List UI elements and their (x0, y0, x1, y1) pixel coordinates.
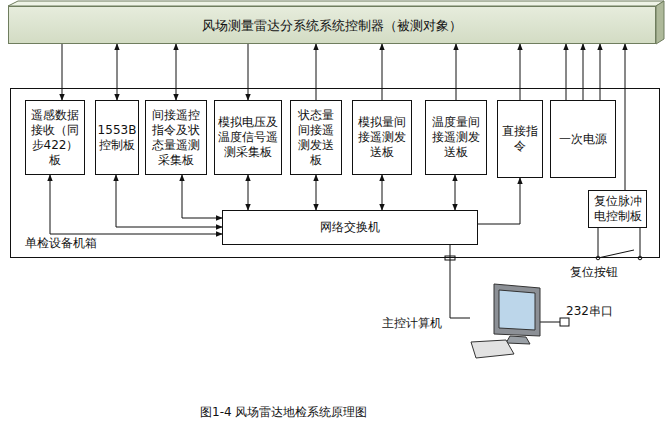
switch-contact (638, 256, 642, 260)
signal-connector (625, 44, 626, 190)
board-box: 间接遥控指令及状态量遥测采集板 (145, 100, 207, 175)
signal-connector (176, 44, 177, 100)
signal-connector (316, 44, 317, 100)
signal-connector (566, 44, 567, 100)
signal-connector (455, 175, 456, 210)
signal-connector (182, 175, 222, 218)
target-band: 风场测量雷达分系统系统控制器（被测对象） (8, 6, 656, 44)
node-text: 遥感数据接收（同步422）板 (28, 108, 82, 168)
computer-icon: 主控计算机 (470, 282, 542, 360)
node-text: 主控计算机 (382, 316, 442, 331)
board-box: 直接指令 (497, 100, 543, 178)
equipment-casing: 单检设备机箱 遥感数据接收（同步422）板 1553B控制板间接遥控指令及状态量遥测… (10, 88, 660, 258)
signal-connector (456, 44, 457, 100)
switch-contact (596, 256, 600, 260)
board-box: 状态量间接遥测发送板 (290, 100, 342, 175)
port-label: 复位按钮 (570, 265, 618, 280)
node-text: 间接遥控指令及状态量遥测采集板 (148, 108, 204, 168)
monitor-body (494, 284, 540, 336)
signal-connector (382, 175, 383, 210)
signal-connector (478, 178, 520, 224)
signal-connector (600, 44, 601, 100)
board-box: 1553B控制板 (95, 100, 139, 175)
signal-connector (382, 44, 383, 100)
node-text: 网络交换机 (320, 220, 380, 235)
keyboard (471, 340, 514, 358)
computer-drawing (470, 282, 542, 360)
signal-connector (520, 44, 521, 100)
board-box: 模拟电压及温度信号遥测采集板 (214, 100, 282, 175)
signal-connector (62, 44, 63, 100)
switch-wire (598, 228, 599, 258)
board-box: 模拟量间接遥测发送板 (352, 100, 412, 175)
monitor-stand (506, 336, 530, 344)
node-text: 单检设备机箱 (25, 236, 97, 251)
node-text: 直接指令 (500, 124, 540, 154)
signal-connector (583, 44, 584, 100)
signal-connector (50, 175, 222, 234)
node-text: 状态量间接遥测发送板 (293, 108, 339, 168)
signal-connector (450, 245, 470, 318)
node-text: 一次电源 (559, 132, 607, 147)
switch-lever (598, 250, 634, 258)
node-text: 1553B控制板 (98, 123, 137, 153)
node-text: 风场测量雷达分系统系统控制器（被测对象） (202, 18, 462, 33)
signal-connector (248, 44, 249, 100)
switch-box: 网络交换机 (222, 210, 478, 245)
node-text: 温度量间接遥测发送板 (428, 115, 484, 160)
node-text: 复位脉冲电控制板 (591, 194, 644, 224)
switch-wire (640, 228, 641, 258)
node-text: 模拟量间接遥测发送板 (355, 115, 409, 160)
band-side-face (656, 1, 664, 44)
board-box: 复位脉冲电控制板 (588, 190, 647, 228)
power-box: 一次电源 (550, 100, 616, 178)
signal-connector (248, 175, 249, 210)
board-box: 温度量间接遥测发送板 (425, 100, 487, 175)
signal-connector (117, 44, 118, 100)
monitor-screen (499, 290, 535, 330)
figure-caption: 图1-4 风场雷达地检系统原理图 (200, 405, 367, 420)
signal-connector (116, 175, 222, 227)
signal-connector (316, 175, 317, 210)
port-label: 232串口 (566, 304, 613, 319)
board-box: 遥感数据接收（同步422）板 (25, 100, 85, 175)
node-text: 模拟电压及温度信号遥测采集板 (217, 115, 279, 160)
serial-plug (560, 318, 569, 326)
